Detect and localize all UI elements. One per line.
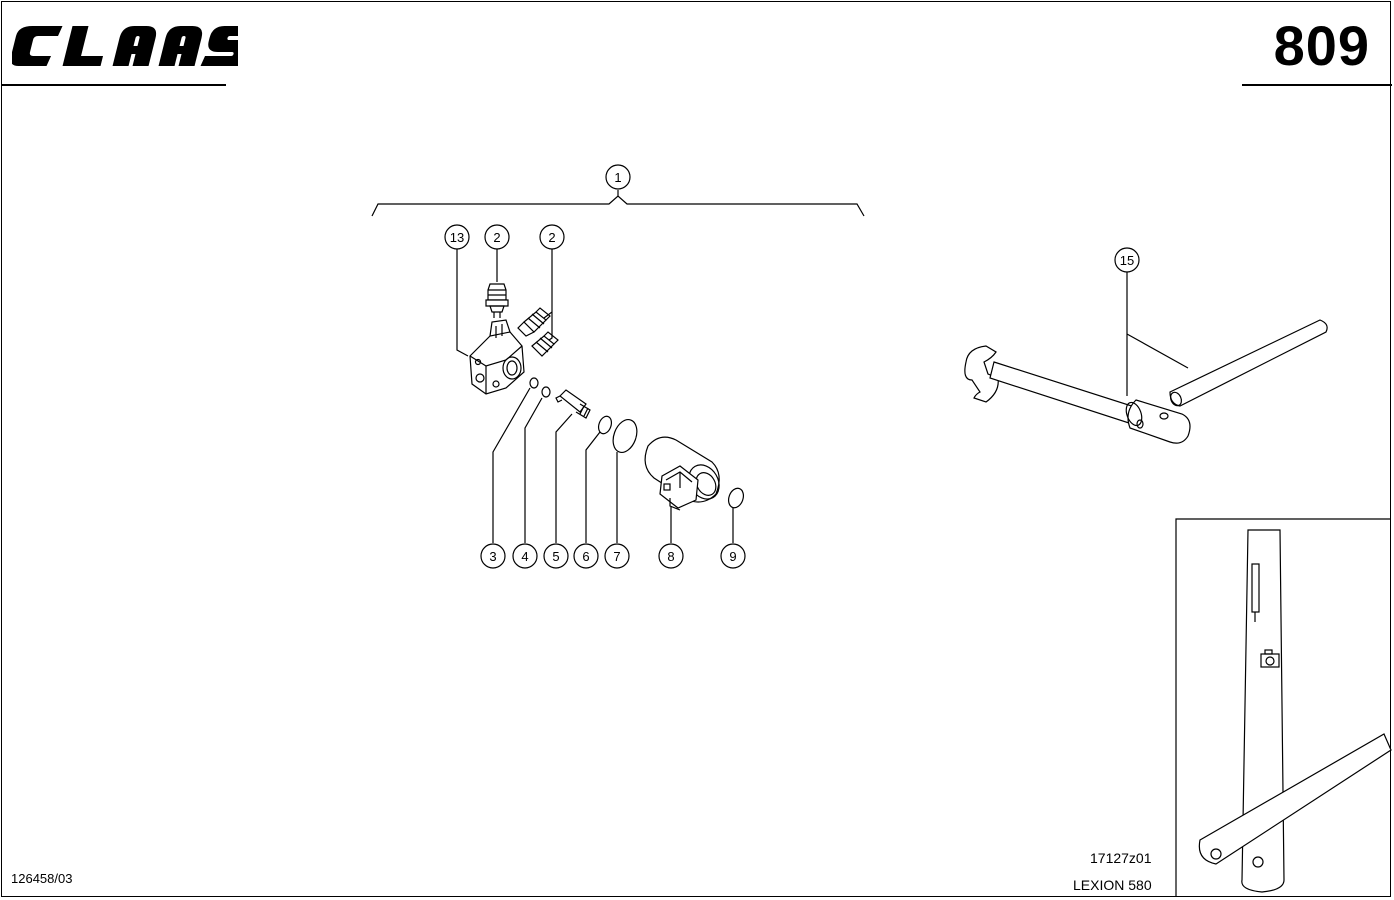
callout-5: 5 [543, 543, 569, 569]
svg-text:1: 1 [614, 170, 621, 185]
svg-text:9: 9 [729, 549, 736, 564]
o-ring-3 [529, 377, 539, 389]
svg-text:15: 15 [1120, 253, 1134, 268]
header-right-rule [1242, 84, 1392, 86]
callout-1: 1 [605, 164, 631, 190]
o-ring-9 [727, 487, 745, 509]
header-left-rule [1, 84, 226, 86]
camera-icon [1260, 649, 1280, 668]
fitting-2b-upper [517, 307, 551, 337]
leader-line-13 [456, 249, 469, 357]
model-name: LEXION 580 [1073, 877, 1152, 893]
svg-text:7: 7 [613, 549, 620, 564]
callout-8: 8 [658, 543, 684, 569]
page-number: 809 [1273, 14, 1370, 77]
callout-13: 13 [444, 224, 470, 250]
svg-text:2: 2 [548, 230, 555, 245]
svg-text:8: 8 [667, 549, 674, 564]
callout-4: 4 [512, 543, 538, 569]
svg-text:6: 6 [582, 549, 589, 564]
assembly-bracket [371, 195, 865, 217]
leader-line-15 [1126, 272, 1189, 396]
leader-line-5 [555, 413, 573, 543]
valve-insert-5 [555, 389, 591, 419]
callout-9: 9 [720, 543, 746, 569]
leader-line-3 [492, 387, 531, 543]
o-ring-4 [541, 386, 551, 398]
document-number: 126458/03 [11, 871, 73, 886]
claas-logo [12, 26, 238, 66]
callout-7: 7 [604, 543, 630, 569]
drawing-code: 17127z01 [1090, 850, 1152, 866]
callout-2a: 2 [484, 224, 510, 250]
leader-line-4 [524, 397, 543, 543]
leader-line-2b [543, 249, 553, 343]
detail-inset [1175, 518, 1392, 897]
fitting-2a [485, 283, 509, 318]
fitting-2b-lower [531, 331, 559, 357]
leader-line-6 [585, 431, 601, 543]
solenoid-coil-8 [644, 436, 720, 511]
callout-2b: 2 [539, 224, 565, 250]
callout-15: 15 [1114, 247, 1140, 273]
wrench-tool [964, 319, 1328, 444]
svg-text:2: 2 [493, 230, 500, 245]
svg-text:4: 4 [521, 549, 528, 564]
seal-ring-6 [597, 415, 613, 435]
callout-6: 6 [573, 543, 599, 569]
svg-text:13: 13 [450, 230, 464, 245]
svg-text:3: 3 [489, 549, 496, 564]
svg-text:5: 5 [552, 549, 559, 564]
callout-3: 3 [480, 543, 506, 569]
seal-ring-7 [612, 418, 638, 454]
valve-block [469, 319, 525, 395]
